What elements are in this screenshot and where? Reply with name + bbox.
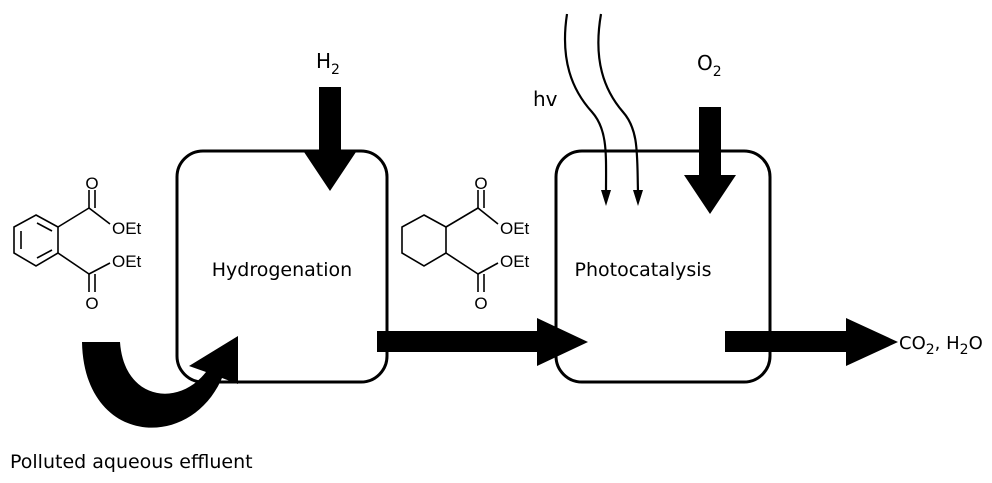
molecule1-carbonyl-top: O bbox=[85, 174, 98, 193]
h2-feed-arrow bbox=[304, 87, 356, 191]
hydrogenated-ester-structure bbox=[401, 190, 499, 292]
molecule2-ester-top: OEt bbox=[500, 219, 530, 238]
light-ray-left-head bbox=[601, 190, 611, 206]
hydrogenation-reactor bbox=[175, 149, 389, 384]
molecule1-ester-bottom: OEt bbox=[112, 252, 142, 271]
photocatalysis-reactor bbox=[554, 149, 772, 384]
hv-label: hv bbox=[533, 87, 558, 111]
feed-label: Polluted aqueous effluent bbox=[10, 451, 253, 473]
molecule1-carbonyl-bottom: O bbox=[85, 294, 98, 313]
molecule2-carbonyl-top: O bbox=[474, 174, 487, 193]
hydrogenation-label: Hydrogenation bbox=[212, 259, 352, 281]
molecule2-ester-bottom: OEt bbox=[500, 252, 530, 271]
molecule2-carbonyl-bottom: O bbox=[474, 294, 487, 313]
o2-feed-arrow bbox=[684, 107, 736, 214]
diethyl-phthalate-structure bbox=[13, 190, 111, 292]
light-ray-left bbox=[563, 13, 608, 193]
h2-label: H2 bbox=[316, 49, 340, 78]
light-ray-right-head bbox=[633, 190, 643, 206]
o2-label: O2 bbox=[697, 51, 722, 80]
molecule1-ester-top: OEt bbox=[112, 219, 142, 238]
photocatalysis-label: Photocatalysis bbox=[575, 259, 712, 281]
effluent-feed-arrow bbox=[82, 336, 238, 428]
output-arrow bbox=[725, 318, 898, 366]
products-label: CO2, H2O bbox=[899, 333, 983, 358]
light-ray-right bbox=[597, 13, 640, 193]
transfer-arrow bbox=[377, 318, 588, 366]
